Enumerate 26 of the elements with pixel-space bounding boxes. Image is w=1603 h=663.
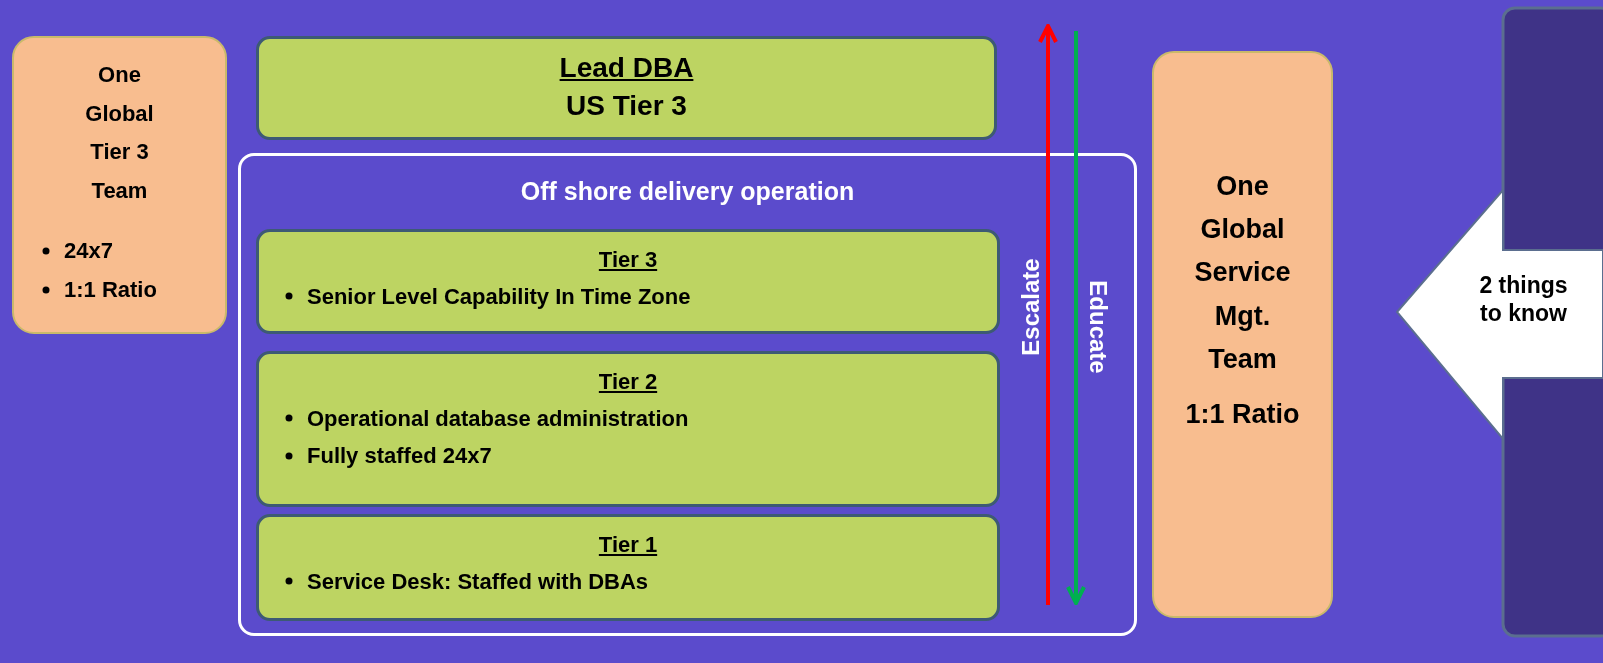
tier-card <box>256 351 1000 507</box>
bullet-item: Fully staffed 24x7 <box>307 442 492 468</box>
bullet-item: Senior Level Capability In Time Zone <box>307 283 691 309</box>
team-title: One Global Service Mgt. Team <box>1193 170 1292 376</box>
group-frame <box>238 153 1137 636</box>
callout-text: 2 things to know <box>1478 272 1569 328</box>
bullet-item: 1:1 Ratio <box>64 276 157 302</box>
vertical-label: Escalate <box>1016 258 1045 356</box>
team-title: One Global Tier 3 Team <box>84 61 155 205</box>
tier-subtitle: US Tier 3 <box>565 88 688 123</box>
tier-heading: Tier 1 <box>597 531 659 559</box>
team-card <box>12 36 227 334</box>
tier-card <box>256 36 997 140</box>
ratio-text: 1:1 Ratio <box>1184 397 1301 431</box>
tier-heading: Tier 2 <box>597 368 659 396</box>
tier-heading: Lead DBA <box>558 51 695 85</box>
vertical-label: Educate <box>1083 280 1112 374</box>
bullet-item: Operational database administration <box>307 405 689 431</box>
team-card <box>1152 51 1333 618</box>
bullet-item: 24x7 <box>64 238 113 263</box>
tier-heading: Tier 3 <box>597 246 659 274</box>
group-title: Off shore delivery operation <box>519 176 856 207</box>
tier-card <box>256 229 1000 334</box>
tier-card <box>256 514 1000 621</box>
bullet-item: Service Desk: Staffed with DBAs <box>307 568 649 594</box>
callout-arrow <box>1396 189 1603 440</box>
